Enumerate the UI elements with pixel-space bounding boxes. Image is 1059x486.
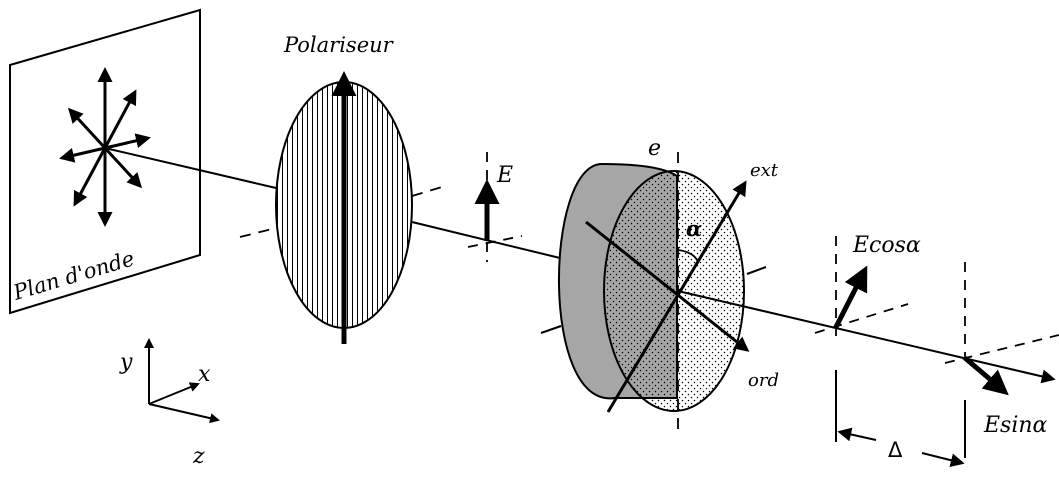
ord-label: ord [748,370,779,391]
esin-arrow-icon [963,356,1009,396]
component-esin: Esinα [944,262,1059,438]
polarizer-label: Polariseur [283,33,395,57]
esin-label: Esinα [983,413,1048,438]
x-axis-label: x [198,362,211,387]
path-difference: Δ [835,370,966,468]
ext-label: ext [750,160,779,181]
random-polarization-star-icon [59,67,151,227]
x-axis-arrow [148,382,200,405]
component-ecos: Ecosα [814,233,921,336]
ordinary-axis-arrow [585,220,750,352]
angle-label: α [686,216,702,241]
ecos-arrow-icon [833,265,868,329]
field-label: E [496,163,513,188]
extraordinary-axis-arrow [606,180,747,413]
coordinate-axes: y x z [119,338,220,469]
y-axis-label: y [119,350,133,375]
ecos-label: Ecosα [852,233,921,258]
wave-plane: Plan d'onde [9,8,201,315]
field-vector-e: E [467,152,523,262]
z-axis-arrow [148,403,220,424]
birefringent-plate: e ext ord α [540,136,779,432]
thickness-label: e [648,136,661,161]
delta-label: Δ [888,438,903,462]
angle-arc [677,249,699,263]
polarizer: Polariseur [239,33,443,344]
z-axis-label: z [192,444,205,469]
